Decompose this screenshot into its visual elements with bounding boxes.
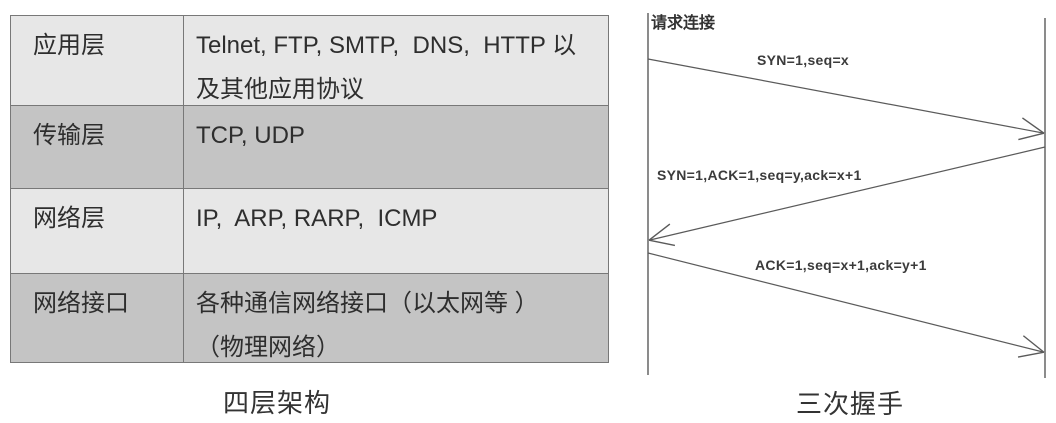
table-cell-layer: 网络层 <box>11 189 184 274</box>
four-layer-table: 应用层 Telnet, FTP, SMTP, DNS, HTTP 以 及其他应用… <box>10 15 609 363</box>
ack-arrow <box>647 252 1045 358</box>
table-cell-content: 各种通信网络接口（以太网等 ） （物理网络） <box>184 274 609 363</box>
table-cell-layer: 传输层 <box>11 106 184 189</box>
syn-label: SYN=1,seq=x <box>757 52 850 68</box>
request-connection-label: 请求连接 <box>651 15 716 32</box>
four-layer-caption: 四层架构 <box>223 388 332 418</box>
table-cell-layer: 网络接口 <box>11 274 184 363</box>
table-cell-layer: 应用层 <box>11 16 184 106</box>
syn-arrow <box>647 58 1045 141</box>
table-cell-content: Telnet, FTP, SMTP, DNS, HTTP 以 及其他应用协议 <box>184 16 609 106</box>
handshake-caption: 三次握手 <box>796 389 905 419</box>
table-cell-content: IP, ARP, RARP, ICMP <box>184 189 609 274</box>
synack-label: SYN=1,ACK=1,seq=y,ack=x+1 <box>657 167 862 183</box>
synack-arrow <box>648 146 1046 247</box>
ack-label: ACK=1,seq=x+1,ack=y+1 <box>755 257 927 273</box>
table-cell-content: TCP, UDP <box>184 106 609 189</box>
handshake-diagram <box>647 13 1046 378</box>
